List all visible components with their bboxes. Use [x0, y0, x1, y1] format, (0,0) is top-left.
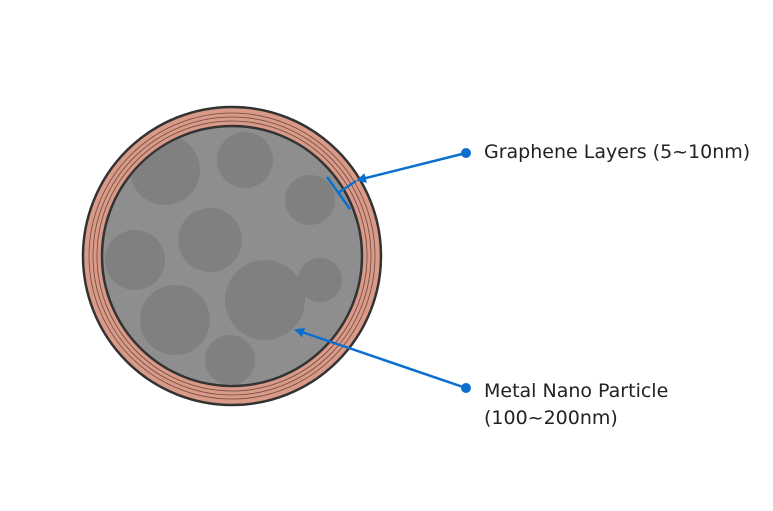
metal-annotation — [294, 327, 471, 393]
graphene-annotation — [325, 148, 471, 210]
graphene-layers-label: Graphene Layers (5~10nm) — [484, 141, 751, 163]
metal-core — [100, 124, 364, 388]
metal-particle-label: Metal Nano Particle — [484, 380, 669, 402]
metal-particle-size-label: (100~200nm) — [484, 407, 618, 429]
